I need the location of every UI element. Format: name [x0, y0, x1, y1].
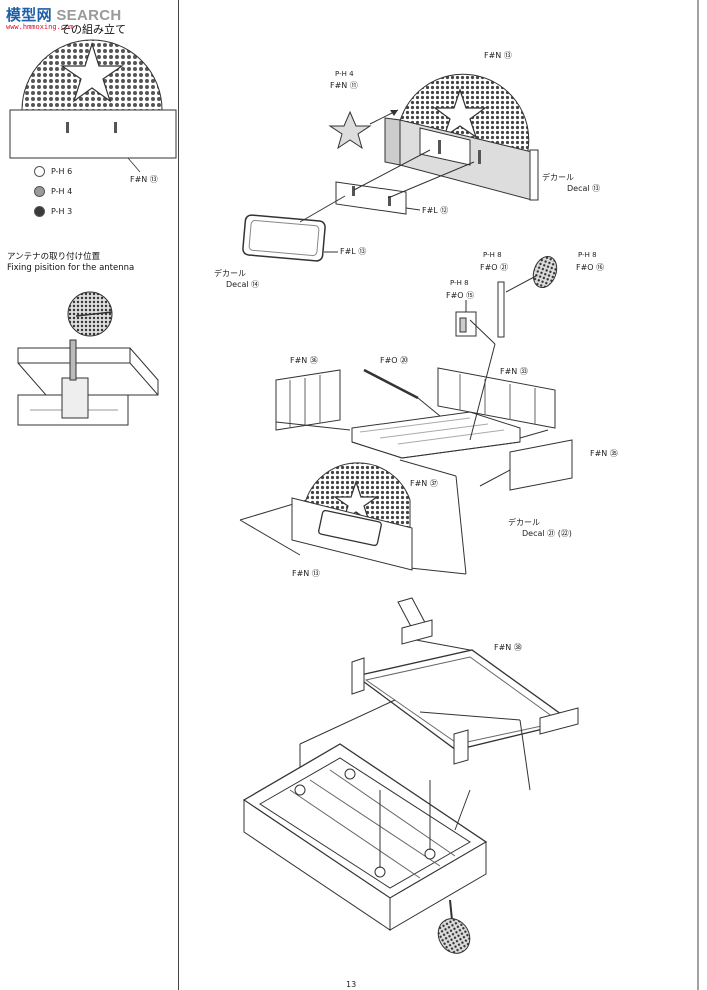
antenna-parts — [455, 256, 558, 345]
color-swatch-grey — [34, 186, 45, 197]
label-star-paint: P-H 4 — [335, 70, 354, 78]
label-fn37: F#N ㊲ — [410, 479, 438, 488]
sidebar-fan-panel — [9, 39, 177, 173]
label-fl13: F#L ⑬ — [340, 247, 367, 256]
star-part — [328, 109, 399, 150]
label-ph8-b: P-H 8 — [578, 251, 597, 259]
legend-code: P-H 3 — [51, 207, 73, 216]
page-number: 13 — [346, 980, 357, 989]
label-decal-jp-1: デカール — [542, 173, 574, 182]
label-top-fn13: F#N ⑬ — [484, 51, 512, 60]
label-ph8-a: P-H 8 — [483, 251, 502, 259]
label-decal-en-3: Decal ㉑ (㉒) — [522, 529, 572, 538]
legend-row-dark: P-H 3 — [34, 206, 72, 217]
label-decal-jp-2: デカール — [214, 269, 246, 278]
label-fl12: F#L ⑫ — [422, 206, 449, 215]
bracket-fl12 — [335, 149, 475, 215]
label-decal-jp-3: デカール — [508, 518, 540, 527]
color-legend: P-H 6 P-H 4 P-H 3 — [34, 166, 72, 217]
label-decal-en-1: Decal ⑬ — [567, 184, 601, 193]
watermark-brand-left: 模型网 — [6, 7, 52, 24]
label-fn38: F#N ㊳ — [494, 643, 522, 652]
section-title: その組み立て — [60, 23, 126, 36]
legend-row-grey: P-H 4 — [34, 186, 72, 197]
label-fo16: F#O ⑯ — [576, 263, 605, 272]
label-star-part: F#N ⑪ — [330, 81, 358, 90]
label-fo15: F#O ⑮ — [446, 291, 475, 300]
watermark-logo: 模型网 SEARCH — [6, 4, 122, 25]
antenna-caption-jp: アンテナの取り付け位置 — [7, 252, 101, 262]
color-swatch-dark — [34, 206, 45, 217]
legend-row-white: P-H 6 — [34, 166, 72, 177]
label-fn35: F#N ㉟ — [590, 449, 618, 458]
label-fn36: F#N ㊱ — [290, 356, 318, 365]
watermark-url: www.hmmoxing.com — [6, 23, 74, 31]
label-mid-fn13: F#N ⑬ — [292, 569, 320, 578]
lower-box-base — [242, 743, 488, 954]
sidebar-antenna-diagram — [17, 291, 159, 426]
main-fan-panel — [384, 73, 539, 201]
plate-fl13 — [242, 195, 346, 262]
label-fo20: F#O ⑳ — [380, 356, 409, 365]
label-fn13-sidebar: F#N ⑬ — [130, 175, 158, 184]
middle-fan-panel — [291, 462, 413, 571]
lower-frame-fn38 — [299, 597, 579, 791]
label-fo21: F#O ㉑ — [480, 263, 509, 272]
label-decal-en-2: Decal ⑭ — [226, 280, 260, 289]
watermark-brand-right: SEARCH — [56, 7, 122, 24]
legend-code: P-H 6 — [51, 167, 73, 176]
chassis-frame — [239, 343, 573, 575]
legend-code: P-H 4 — [51, 187, 73, 196]
sidebar-panel — [0, 0, 179, 990]
label-fn33: F#N ㉝ — [500, 367, 528, 376]
label-ph8-c: P-H 8 — [450, 279, 469, 287]
antenna-caption-en: Fixing pisition for the antenna — [7, 263, 135, 273]
color-swatch-white — [34, 166, 45, 177]
